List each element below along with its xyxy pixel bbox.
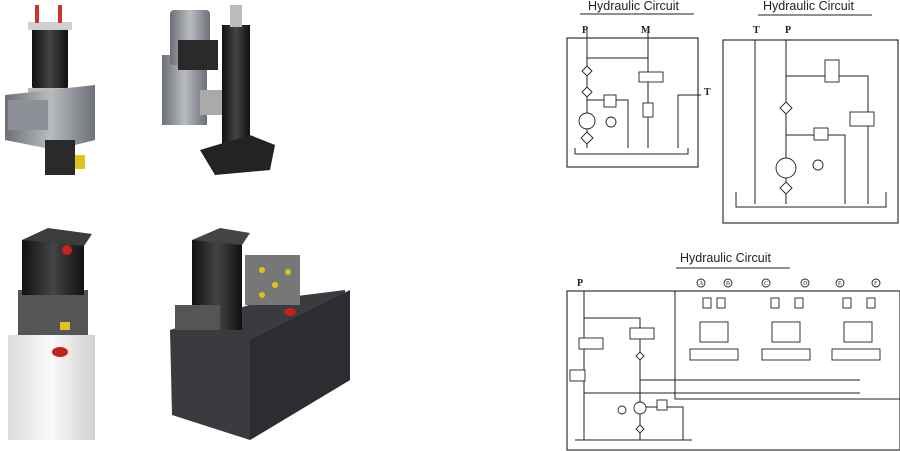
valve-section-3 — [831, 297, 881, 361]
port-c-label: C — [764, 281, 768, 287]
port-e-label: E — [838, 281, 842, 287]
port-d-label: D — [803, 281, 808, 287]
valve-section-2 — [761, 297, 811, 361]
hydraulic-circuit-2: Hydraulic Circuit T P — [722, 0, 899, 224]
hydraulic-circuit-3: Hydraulic Circuit P A B C D E F — [566, 251, 900, 451]
product-image-white-tank-unit — [8, 228, 95, 440]
port-t-label: T — [753, 25, 760, 36]
port-p-label: P — [785, 25, 791, 36]
port-a-label: A — [699, 281, 704, 287]
valve-section-1 — [689, 297, 739, 361]
product-image-vertical-unit — [5, 5, 95, 175]
hydraulic-circuit-1: Hydraulic Circuit P M T — [566, 0, 711, 168]
product-image-steel-tank-unit — [170, 228, 350, 440]
port-p-label: P — [582, 25, 588, 36]
port-p-label: P — [577, 278, 583, 289]
port-m-label: M — [641, 25, 651, 36]
port-labels: A B C D E F — [696, 278, 881, 288]
port-f-label: F — [874, 281, 878, 287]
circuit-3-title: Hydraulic Circuit — [680, 251, 772, 265]
circuit-2-title: Hydraulic Circuit — [763, 0, 855, 13]
port-t-label: T — [704, 87, 711, 98]
port-b-label: B — [726, 281, 730, 287]
circuit-1-title: Hydraulic Circuit — [588, 0, 680, 13]
product-image-cylinder-unit — [162, 5, 275, 175]
